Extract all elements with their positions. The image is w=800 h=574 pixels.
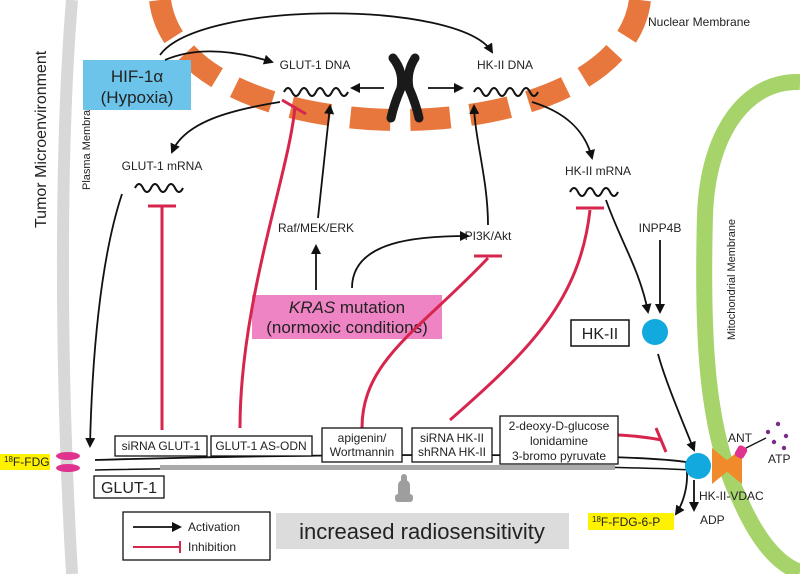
plasma-membrane-label: Plasma Membrane — [81, 98, 93, 190]
sirna-glut1-box — [114, 435, 208, 457]
arrow-hk2-vdac — [657, 353, 696, 452]
hif-line1: HIF-1α — [111, 67, 164, 86]
sirna-hk2-text-2: shRNA HK-II — [418, 445, 486, 459]
sirna-glut1-text: siRNA GLUT-1 — [122, 439, 201, 453]
hand-icon — [395, 474, 413, 502]
glut1-dna-label: GLUT-1 DNA — [280, 58, 351, 72]
arrow-raf-glut1dna — [317, 104, 335, 219]
legend-inhibition-label: Inhibition — [188, 540, 236, 554]
inhibit-as-odn-bar — [281, 98, 307, 116]
inhibit-as-odn — [238, 105, 297, 429]
glut1-as-odn-box — [210, 435, 313, 457]
legend-box — [122, 511, 271, 561]
glut1-box — [93, 475, 165, 499]
inhibit-sirna-hk2 — [449, 209, 592, 422]
arrow-glut1dna-mrna — [170, 101, 281, 154]
hk2-dna-icon — [473, 87, 539, 97]
arrow-kras-pi3k — [351, 231, 470, 289]
nuclear-membrane-label: Nuclear Membrane — [648, 15, 750, 29]
outcome-box — [276, 513, 569, 549]
arrow-hif-hk2dna — [159, 12, 494, 56]
hk2-box — [570, 319, 630, 347]
inhibitor-boxes: siRNA GLUT-1 GLUT-1 AS-ODN apigenin/ Wor… — [114, 415, 619, 465]
adp-label: ADP — [700, 513, 725, 527]
mitochondrial-membrane — [696, 73, 800, 574]
hk2-mrna-label: HK-II mRNA — [565, 164, 631, 178]
glut1-mrna-label: GLUT-1 mRNA — [122, 159, 203, 173]
fdg-highlight — [0, 454, 50, 470]
raf-mek-erk-label: Raf/MEK/ERK — [278, 221, 354, 235]
atp-dots-icon — [765, 421, 789, 451]
tumor-microenvironment-label: Tumor Microenvironment — [33, 50, 50, 228]
apigenin-text-1: apigenin/ — [338, 431, 387, 445]
ant-icon — [734, 437, 767, 459]
pi3k-akt-label: PI3K/Akt — [465, 229, 512, 243]
glut1-label: GLUT-1 — [101, 480, 157, 497]
hk2-vdac-circle — [685, 453, 711, 479]
fdg6p-label: 18F-FDG-6-P — [592, 515, 660, 529]
inhibit-glycolytic-bar — [654, 427, 668, 453]
hk2-vdac-label: HK-II-VDAC — [699, 489, 764, 503]
inhibit-apigenin — [360, 256, 490, 429]
fdg6p-highlight — [588, 513, 674, 530]
outcome-label: increased radiosensitivity — [299, 519, 545, 544]
hk2-mrna-icon — [569, 187, 619, 197]
grey-bar — [160, 465, 615, 470]
mitochondrial-membrane-label: Mitochondrial Membrane — [726, 219, 738, 340]
atp-label: ATP — [768, 452, 790, 466]
inhibition-lines — [148, 98, 668, 453]
legend-activation-label: Activation — [188, 520, 240, 534]
nuclear-membrane — [149, 0, 651, 131]
glut1-transporter-icon — [56, 452, 80, 472]
arrow-pi3k-hk2dna — [469, 104, 489, 226]
fdg-label: 18F-FDG — [4, 455, 50, 469]
glycolytic-box — [499, 415, 619, 465]
arrow-hk2dna-mrna — [531, 101, 595, 160]
glut1-mrna-icon — [134, 183, 184, 193]
kras-line1: KRAS mutation — [289, 298, 405, 317]
legend-inhibition-line — [133, 541, 181, 553]
sirna-hk2-text-1: siRNA HK-II — [420, 431, 484, 445]
glycolytic-text-1: 2-deoxy-D-glucose — [509, 419, 610, 433]
glut1-dna-icon — [283, 87, 349, 97]
sirna-hk2-box — [411, 427, 493, 463]
chromosome-icon — [386, 53, 424, 123]
vdac-icon — [712, 448, 742, 484]
arrow-glut1mrna-membrane — [85, 193, 123, 448]
glut1-as-odn-text: GLUT-1 AS-ODN — [215, 439, 306, 453]
hk2-circle — [642, 319, 668, 345]
arrow-hk2mrna-hk2 — [605, 199, 652, 314]
plasma-membrane — [56, 0, 78, 574]
hk2-dna-label: HK-II DNA — [477, 58, 533, 72]
apigenin-box — [321, 427, 403, 463]
arrow-hif-glut1dna — [164, 50, 274, 65]
ant-label: ANT — [728, 431, 753, 445]
inpp4b-label: INPP4B — [639, 221, 682, 235]
hif-box — [83, 60, 191, 110]
apigenin-text-2: Wortmannin — [330, 445, 394, 459]
kras-line2: (normoxic conditions) — [266, 318, 428, 337]
hif-line2: (Hypoxia) — [101, 88, 174, 107]
glycolytic-text-3: 3-bromo pyruvate — [512, 449, 606, 463]
glycolytic-text-2: lonidamine — [530, 434, 588, 448]
hk2-label: HK-II — [582, 326, 618, 343]
